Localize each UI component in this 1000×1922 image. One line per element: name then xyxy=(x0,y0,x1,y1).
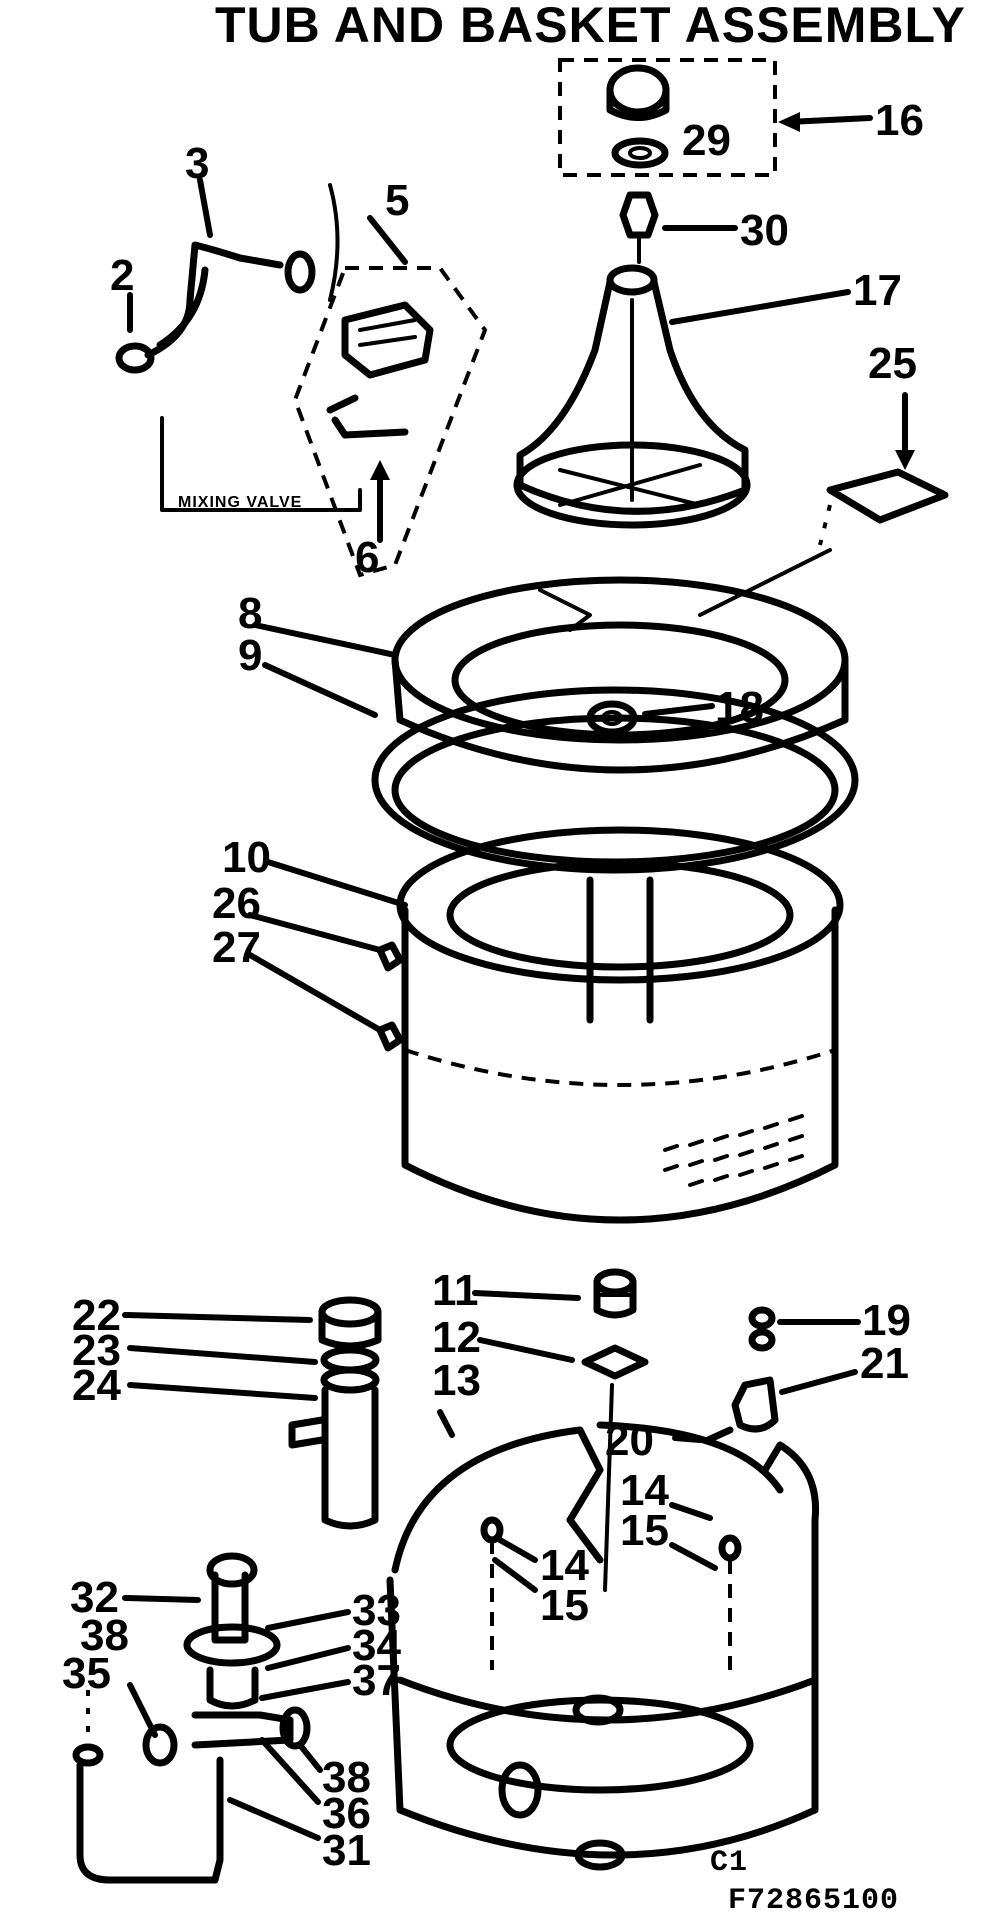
leader-5 xyxy=(367,215,408,265)
basket-holes xyxy=(663,1114,804,1187)
figure-code: F72865100 xyxy=(728,1884,899,1918)
callout-15b: 15 xyxy=(620,1506,669,1555)
diagram-title: TUB AND BASKET ASSEMBLY xyxy=(215,0,966,53)
part-9-gasket xyxy=(371,686,859,874)
leader-32 xyxy=(122,1595,201,1603)
callout-13: 13 xyxy=(432,1356,481,1405)
leader-11 xyxy=(472,1290,581,1301)
callout-38a: 38 xyxy=(80,1611,129,1660)
leader-38b xyxy=(297,1742,323,1773)
leader-16 xyxy=(785,115,873,125)
part-25-pad xyxy=(818,468,949,546)
leader-3 xyxy=(197,177,213,238)
callout-11: 11 xyxy=(432,1266,479,1315)
callout-32: 32 xyxy=(70,1573,119,1622)
callout-8: 8 xyxy=(238,589,262,638)
part-8-tub-ring xyxy=(391,548,849,774)
callout-10: 10 xyxy=(222,833,271,882)
part-17-agitator xyxy=(513,264,751,529)
leader-9 xyxy=(262,662,378,718)
leader-36 xyxy=(259,1737,321,1805)
leader-26 xyxy=(247,912,383,953)
part-10-basket xyxy=(376,826,844,1224)
leader-23 xyxy=(127,1345,318,1365)
leader-24 xyxy=(127,1382,318,1401)
leader-15a xyxy=(492,1557,538,1593)
part-19-21-fitting xyxy=(704,1306,779,1444)
leader-10 xyxy=(265,859,408,908)
callout-35: 35 xyxy=(62,1649,111,1698)
callout-22: 22 xyxy=(72,1291,121,1340)
part-5-6-valve-group xyxy=(292,266,488,578)
callout-9: 9 xyxy=(238,631,262,680)
callout-24: 24 xyxy=(72,1361,121,1410)
callout-27: 27 xyxy=(212,923,261,972)
leader-33 xyxy=(265,1609,351,1631)
callout-37: 37 xyxy=(352,1656,401,1705)
outer-tub xyxy=(386,1421,820,1871)
callout-26: 26 xyxy=(212,879,261,928)
callout-18: 18 xyxy=(715,683,764,732)
mixing-valve-bracket xyxy=(160,416,362,512)
callout-33: 33 xyxy=(352,1586,401,1635)
leader-21 xyxy=(779,1369,858,1395)
callout-21: 21 xyxy=(860,1339,909,1388)
leader-14b xyxy=(669,1502,713,1521)
callout-34: 34 xyxy=(352,1621,401,1670)
callout-3: 3 xyxy=(185,139,209,188)
callout-16: 16 xyxy=(875,96,924,145)
callout-14a: 14 xyxy=(540,1541,589,1590)
callout-23: 23 xyxy=(72,1326,121,1375)
callout-12: 12 xyxy=(432,1313,481,1362)
callout-2: 2 xyxy=(110,251,134,300)
figure-code-small: C1 xyxy=(710,1846,748,1880)
callout-38b: 38 xyxy=(322,1753,371,1802)
leader-13 xyxy=(437,1409,455,1438)
callout-14b: 14 xyxy=(620,1466,669,1515)
leader-38a xyxy=(127,1682,158,1738)
callout-17: 17 xyxy=(853,266,902,315)
mixing-valve-label: MIXING VALVE xyxy=(178,494,302,511)
leader-18 xyxy=(642,703,715,717)
leader-37 xyxy=(259,1679,351,1701)
callout-25: 25 xyxy=(868,339,917,388)
leader-14a xyxy=(497,1537,538,1563)
part-16-cap-assembly xyxy=(558,58,777,177)
leader-17 xyxy=(669,289,851,325)
callout-6: 6 xyxy=(355,533,379,582)
leader-34 xyxy=(265,1645,351,1671)
leader-31 xyxy=(227,1797,321,1841)
part-11-12-seal-nut xyxy=(581,1268,649,1592)
callout-29: 29 xyxy=(682,116,731,165)
callout-5: 5 xyxy=(385,176,409,225)
leader-12 xyxy=(477,1337,575,1363)
part-2-3-hose xyxy=(115,183,340,374)
part-30-fastener xyxy=(619,191,659,264)
leader-15b xyxy=(669,1542,718,1571)
callout-31: 31 xyxy=(322,1826,371,1875)
callout-20: 20 xyxy=(605,1416,654,1465)
part-31-38-drain-assembly xyxy=(72,1552,311,1884)
callout-30: 30 xyxy=(740,206,789,255)
callout-19: 19 xyxy=(862,1296,911,1345)
leader-22 xyxy=(122,1312,313,1323)
part-22-24-pump-outlet xyxy=(288,1296,382,1530)
leader-27 xyxy=(247,952,383,1033)
callout-15a: 15 xyxy=(540,1581,589,1630)
leader-8 xyxy=(252,622,398,658)
callout-36: 36 xyxy=(322,1789,371,1838)
